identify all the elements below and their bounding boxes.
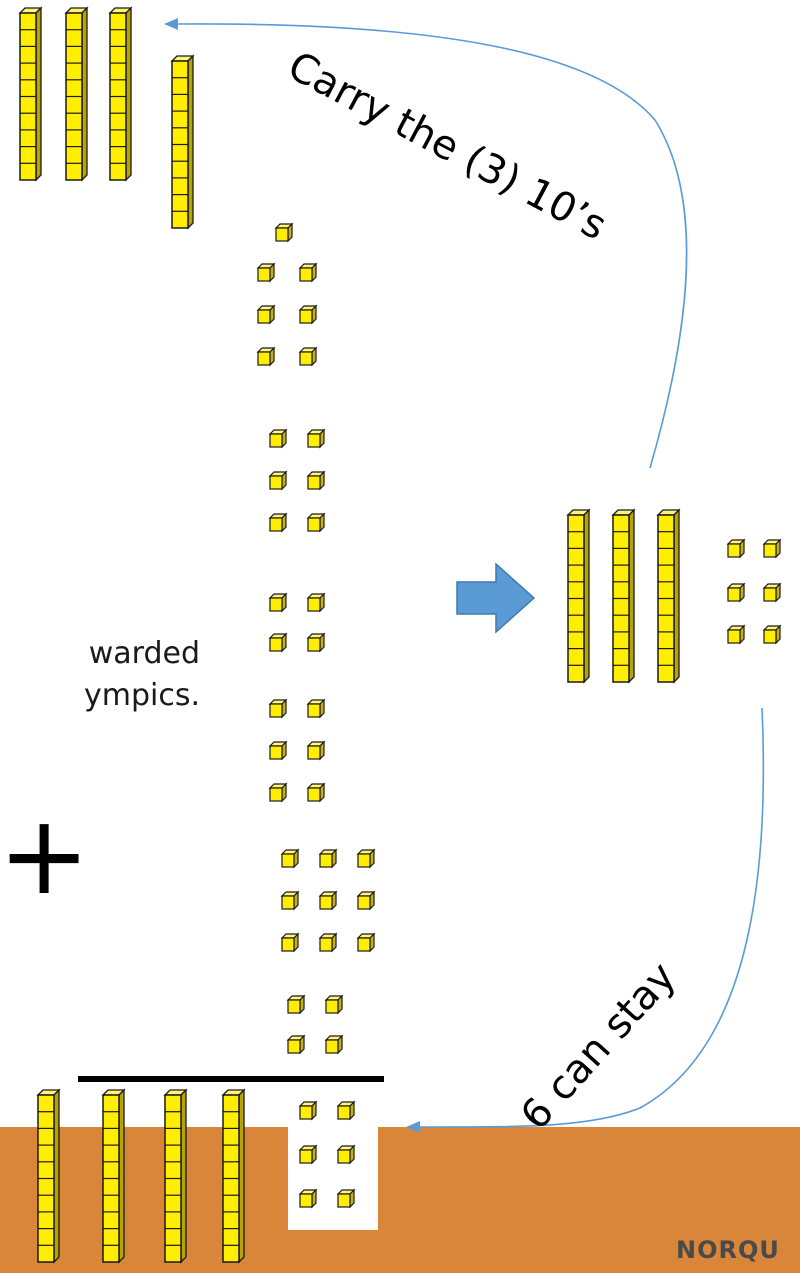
unit-cube: [763, 583, 781, 602]
unit-cube: [269, 471, 287, 490]
unit-cube: [307, 593, 325, 612]
unit-cube: [307, 741, 325, 760]
tens-rod: [36, 1088, 61, 1264]
unit-cube: [299, 347, 317, 366]
unit-cube: [257, 263, 275, 282]
partial-text-line-2: ympics.: [83, 678, 200, 713]
unit-cube: [325, 1035, 343, 1054]
tens-rod: [163, 1088, 188, 1264]
unit-cube: [299, 1189, 317, 1208]
unit-cube: [763, 625, 781, 644]
tens-rod: [566, 508, 591, 684]
unit-cube: [287, 1035, 305, 1054]
stay-arrow: [406, 707, 765, 1133]
unit-cube: [319, 891, 337, 910]
unit-cube: [307, 783, 325, 802]
unit-cube: [299, 1145, 317, 1164]
unit-cube: [269, 741, 287, 760]
unit-cube: [307, 633, 325, 652]
unit-cube: [307, 471, 325, 490]
unit-cube: [307, 699, 325, 718]
tens-rod: [101, 1088, 126, 1264]
unit-cube: [727, 539, 745, 558]
unit-cube: [307, 429, 325, 448]
unit-cube: [269, 593, 287, 612]
tens-rod: [64, 6, 89, 182]
unit-cube: [337, 1189, 355, 1208]
unit-cube: [281, 849, 299, 868]
unit-cube: [357, 849, 375, 868]
unit-cube: [269, 699, 287, 718]
unit-cube: [281, 933, 299, 952]
tens-rod: [656, 508, 681, 684]
ones-cubes-middle-group: [257, 223, 375, 1054]
unit-cube: [337, 1101, 355, 1120]
unit-cube: [727, 625, 745, 644]
unit-cube: [269, 513, 287, 532]
unit-cube: [307, 513, 325, 532]
tens-rod: [221, 1088, 246, 1264]
unit-cube: [727, 583, 745, 602]
tens-rods-top-group: [18, 6, 195, 230]
right-arrow-icon: [456, 562, 536, 634]
unit-cube: [319, 849, 337, 868]
brand-logo-text: NORQU: [676, 1236, 780, 1264]
unit-cube: [269, 633, 287, 652]
tens-rod: [108, 6, 133, 182]
unit-cube: [763, 539, 781, 558]
unit-cube: [269, 783, 287, 802]
plus-sign: +: [0, 791, 91, 919]
unit-cube: [257, 347, 275, 366]
unit-cube: [269, 429, 287, 448]
unit-cube: [257, 305, 275, 324]
tens-rods-bottom-group: [36, 1088, 246, 1264]
tens-rod: [170, 54, 195, 230]
unit-cube: [357, 933, 375, 952]
unit-cube: [287, 995, 305, 1014]
partial-text-line-1: warded: [88, 636, 200, 671]
tens-rod: [18, 6, 43, 182]
unit-cube: [357, 891, 375, 910]
carry-arrow: [164, 18, 688, 469]
unit-cube: [275, 223, 293, 242]
ones-cubes-result-group: [727, 539, 781, 644]
unit-cube: [299, 263, 317, 282]
unit-cube: [319, 933, 337, 952]
tens-rod: [611, 508, 636, 684]
tens-rods-result-group: [566, 508, 681, 684]
unit-cube: [299, 1101, 317, 1120]
sum-line: [78, 1076, 384, 1082]
unit-cube: [337, 1145, 355, 1164]
unit-cube: [325, 995, 343, 1014]
unit-cube: [281, 891, 299, 910]
unit-cube: [299, 305, 317, 324]
